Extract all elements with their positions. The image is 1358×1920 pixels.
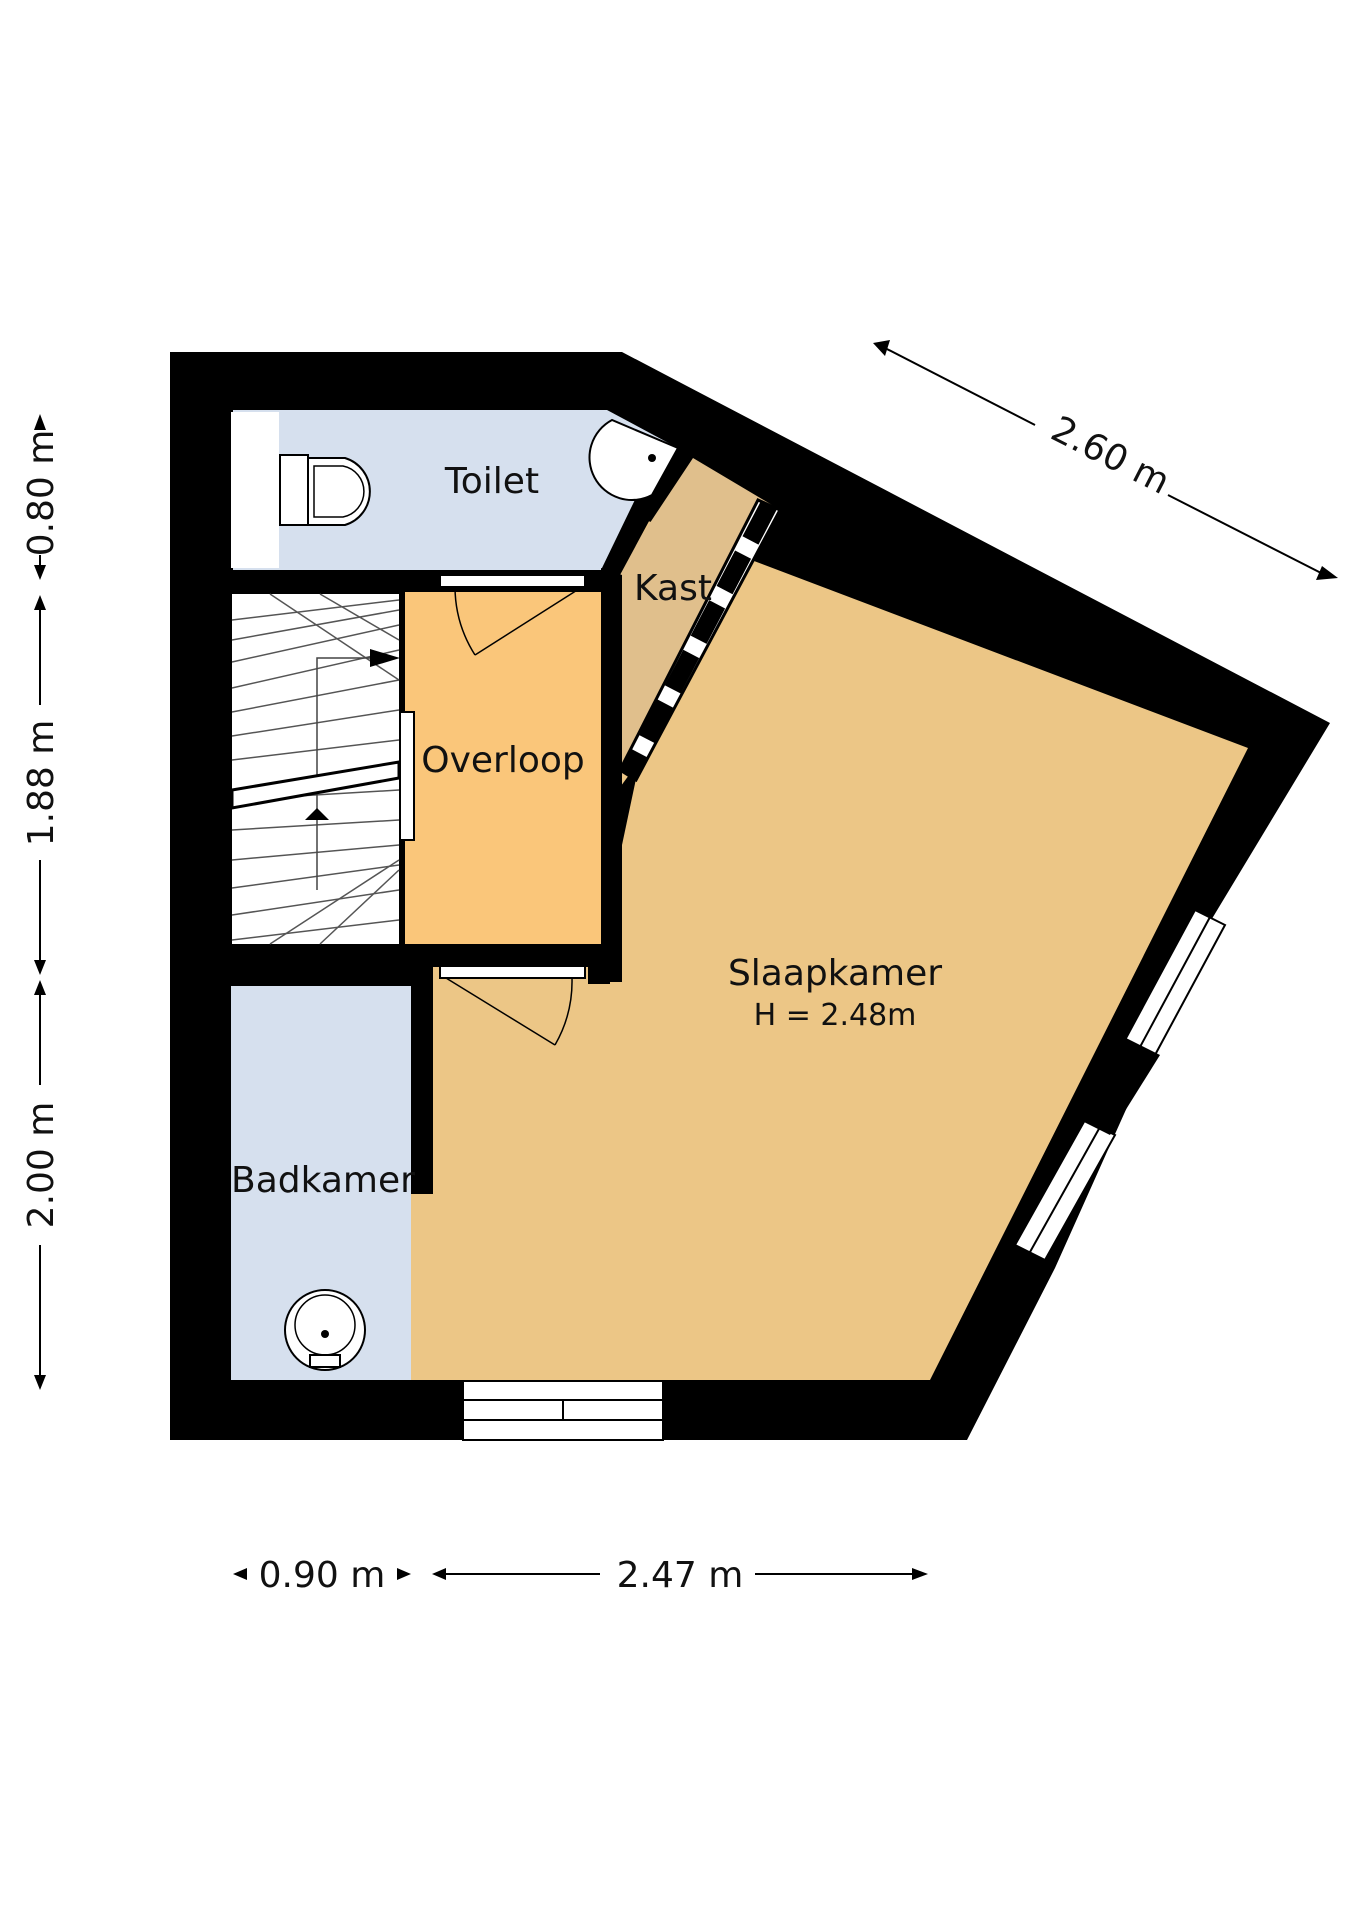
wall-badkamer-right — [411, 964, 433, 1194]
room-height-slaapkamer: H = 2.48m — [754, 998, 917, 1033]
wall-kast-left — [601, 568, 622, 982]
wall-kast-diagonal — [601, 448, 682, 575]
stair-handrail — [399, 711, 415, 841]
dim-left-bottom: 2.00 m — [21, 980, 62, 1390]
wall-overloop-bottom — [231, 944, 421, 964]
toilet-cabinet — [231, 412, 279, 568]
svg-text:2.47 m: 2.47 m — [617, 1555, 744, 1596]
dim-bottom-right: 2.47 m — [432, 1555, 928, 1596]
wall-overloop-bottom-right — [588, 944, 610, 984]
svg-text:0.80 m: 0.80 m — [21, 430, 62, 557]
toilet-bowl-icon — [279, 454, 371, 526]
door-toilet — [439, 574, 586, 656]
dim-left-top: 0.80 m — [21, 414, 62, 580]
room-label-kast: Kast — [634, 568, 712, 609]
svg-text:2.60 m: 2.60 m — [1044, 409, 1175, 503]
kast-floor — [605, 458, 772, 798]
svg-text:2.00 m: 2.00 m — [21, 1102, 62, 1229]
room-label-slaapkamer: Slaapkamer — [728, 953, 942, 994]
dim-left-middle: 1.88 m — [21, 595, 62, 975]
room-label-badkamer: Badkamer — [231, 1160, 415, 1201]
svg-text:0.90 m: 0.90 m — [259, 1555, 386, 1596]
wall-pier-right — [1070, 1035, 1160, 1135]
wall-kast-lower — [612, 760, 640, 845]
room-label-overloop: Overloop — [421, 740, 585, 781]
wall-badkamer-top — [231, 964, 431, 986]
window-bottom — [462, 1380, 664, 1441]
stair-arrow-right-icon — [370, 649, 400, 667]
svg-text:1.88 m: 1.88 m — [21, 720, 62, 847]
toilet-sink-icon — [588, 418, 680, 501]
badkamer-sink-icon — [284, 1289, 366, 1371]
toilet-floor — [233, 410, 676, 570]
dim-bottom-left: 0.90 m — [233, 1555, 411, 1596]
door-slaapkamer — [439, 965, 586, 1046]
stair-arrow-up-icon — [305, 808, 329, 820]
room-label-toilet: Toilet — [444, 461, 539, 502]
kast-partition-dashes — [620, 500, 777, 780]
overloop-floor — [405, 592, 601, 944]
